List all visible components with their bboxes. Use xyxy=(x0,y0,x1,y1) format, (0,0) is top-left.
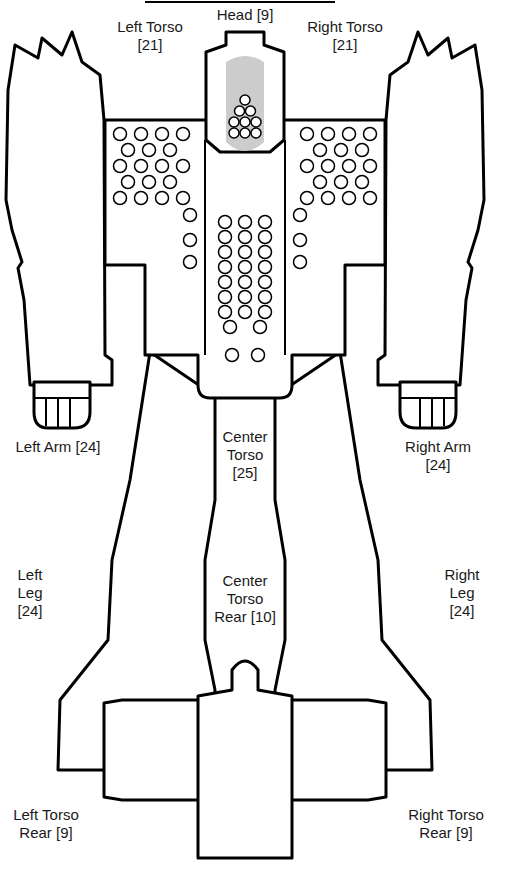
armor-pip xyxy=(314,144,327,157)
part-label: Left Leg [24] xyxy=(8,566,52,620)
armor-pip xyxy=(219,261,232,274)
part-label: Left Arm [24] xyxy=(13,438,103,456)
part-label: Right Torso [21] xyxy=(300,18,390,54)
armor-pip xyxy=(177,160,190,173)
part-label: Left Torso [21] xyxy=(105,18,195,54)
armor-pip xyxy=(219,246,232,259)
armor-pip xyxy=(356,144,369,157)
armor-pip xyxy=(294,234,307,247)
armor-pip xyxy=(114,192,127,205)
armor-pip xyxy=(240,117,250,127)
armor-pip xyxy=(219,231,232,244)
armor-pip xyxy=(343,128,356,141)
armor-pip xyxy=(229,128,239,138)
armor-pip xyxy=(259,291,272,304)
part-label: Right Arm [24] xyxy=(393,438,483,474)
torso-plate xyxy=(105,120,385,398)
head-visor xyxy=(226,56,264,151)
armor-pip xyxy=(184,209,197,222)
armor-pip xyxy=(364,192,377,205)
armor-pip xyxy=(114,128,127,141)
armor-pip xyxy=(177,192,190,205)
armor-pip xyxy=(364,128,377,141)
armor-pips xyxy=(114,95,377,362)
armor-pip xyxy=(219,291,232,304)
part-label: Head [9] xyxy=(185,6,305,24)
armor-pip xyxy=(314,176,327,189)
armor-pip xyxy=(301,128,314,141)
armor-pip xyxy=(235,106,245,116)
armor-pip xyxy=(122,144,135,157)
armor-pip xyxy=(251,128,261,138)
armor-pip xyxy=(246,106,256,116)
armor-pip xyxy=(224,321,237,334)
armor-pip xyxy=(239,231,252,244)
armor-pip xyxy=(252,349,265,362)
armor-pip xyxy=(322,128,335,141)
armor-pip xyxy=(343,192,356,205)
armor-pip xyxy=(156,192,169,205)
hand xyxy=(34,382,90,428)
armor-pip xyxy=(251,117,261,127)
armor-pip xyxy=(301,192,314,205)
armor-pip xyxy=(219,276,232,289)
armor-pip xyxy=(240,128,250,138)
armor-pip xyxy=(135,160,148,173)
part-label: Center Torso Rear [10] xyxy=(211,572,279,626)
rear-center xyxy=(198,661,292,858)
armor-pip xyxy=(156,160,169,173)
fingers xyxy=(34,398,90,428)
title-rule xyxy=(145,1,335,3)
armor-pip xyxy=(254,321,267,334)
armor-pip xyxy=(239,246,252,259)
armor-pip xyxy=(143,144,156,157)
armor-pip xyxy=(177,128,190,141)
armor-pip xyxy=(240,95,250,105)
armor-pip xyxy=(322,160,335,173)
armor-pip xyxy=(135,192,148,205)
armor-pip xyxy=(294,256,307,269)
armor-pip xyxy=(239,276,252,289)
armor-pip xyxy=(259,306,272,319)
armor-pip xyxy=(259,246,272,259)
armor-pip xyxy=(122,176,135,189)
armor-pip xyxy=(259,261,272,274)
head-outline xyxy=(206,32,284,152)
armor-pip xyxy=(156,128,169,141)
armor-pip xyxy=(135,128,148,141)
arm-outline xyxy=(6,32,112,385)
armor-pip xyxy=(219,306,232,319)
armor-pip xyxy=(356,176,369,189)
armor-pip xyxy=(114,160,127,173)
armor-pip xyxy=(343,160,356,173)
armor-pip xyxy=(259,276,272,289)
part-label: Right Torso Rear [9] xyxy=(404,806,488,842)
armor-pip xyxy=(239,306,252,319)
armor-pip xyxy=(184,234,197,247)
armor-pip xyxy=(239,216,252,229)
part-label: Right Leg [24] xyxy=(440,566,484,620)
armor-pip xyxy=(259,216,272,229)
armor-pip xyxy=(364,160,377,173)
armor-pip xyxy=(335,176,348,189)
armor-pip xyxy=(226,349,239,362)
armor-pip xyxy=(184,256,197,269)
armor-pip xyxy=(239,291,252,304)
armor-pip xyxy=(219,216,232,229)
armor-pip xyxy=(164,144,177,157)
armor-pip xyxy=(335,144,348,157)
armor-pip xyxy=(259,231,272,244)
armor-pip xyxy=(239,261,252,274)
part-label: Left Torso Rear [9] xyxy=(4,806,88,842)
armor-pip xyxy=(322,192,335,205)
armor-pip xyxy=(143,176,156,189)
armor-pip xyxy=(164,176,177,189)
armor-pip xyxy=(294,209,307,222)
armor-pip xyxy=(229,117,239,127)
torso-seams xyxy=(205,140,285,355)
part-label: Center Torso [25] xyxy=(215,428,275,482)
armor-pip xyxy=(301,160,314,173)
